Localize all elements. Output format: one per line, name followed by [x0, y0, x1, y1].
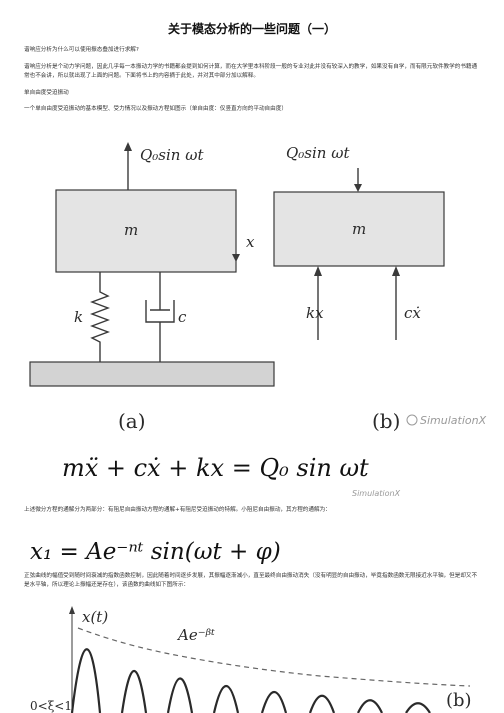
watermark-text-2: SimulationX — [352, 489, 401, 498]
damper-label: c — [178, 308, 187, 326]
oscillation-curve — [70, 648, 431, 713]
question-text: 谐响应分析为什么可以使用振态叠加进行求解? — [24, 47, 139, 53]
decay-caption: (b) — [446, 690, 472, 711]
caption-a: (a) — [118, 409, 146, 433]
intro-paragraph: 谐响应分析是个动力学问题，因此几乎每一本振动力学的书籍都会提到如何计算，而在大学… — [24, 64, 478, 79]
decay-paragraph: 正弦曲线的幅值受到随时间衰减的指数函数控制，因此随着时间逐步发展，其振幅逐渐减小… — [24, 573, 478, 588]
damping-ratio-label: 0<ξ<1 — [30, 699, 72, 713]
kx-arrowhead — [314, 266, 322, 276]
watermark-icon — [406, 414, 418, 426]
envelope-label: Ae⁻ᵝᵗ — [176, 626, 215, 644]
solution-paragraph: 上述微分方程的通解分为两部分：有阻尼自由振动方程的通解+有阻尼受迫振动的特解。小… — [24, 507, 331, 513]
mass-label-a: m — [124, 221, 138, 239]
mass-block-a — [55, 189, 237, 273]
force-arrowhead-b — [354, 184, 362, 192]
spring-label: k — [74, 308, 83, 326]
free-vibration-equation: x₁ = Ae⁻ⁿᵗ sin(ωt + φ) — [30, 539, 281, 565]
x-arrowhead — [232, 254, 240, 262]
decay-envelope — [77, 627, 471, 687]
caption-b: (b) — [372, 409, 400, 433]
decay-curve-figure: x(t) Ae⁻ᵝᵗ 0<ξ<1 (b) — [30, 606, 472, 713]
watermark-text: SimulationX — [420, 414, 487, 427]
force-arrowhead-a — [124, 142, 132, 151]
spring — [90, 272, 110, 362]
cx-arrowhead — [392, 266, 400, 276]
force-label-a: Q₀sin ωt — [140, 146, 204, 164]
mass-block-b — [273, 191, 445, 267]
ground — [29, 361, 275, 387]
page-title: 关于模态分析的一些问题（一） — [167, 22, 336, 36]
equation-text: mẍ + cẋ + kx = Q₀ sin ωt — [62, 454, 369, 482]
figure-intro-paragraph: 一个单自由度受迫振动的基本模型、受力情况以及振动方程如图示（单自由度：仅竖直方向… — [24, 106, 287, 112]
kx-label: kx — [306, 304, 324, 322]
y-axis-label: x(t) — [82, 608, 108, 626]
damper — [145, 272, 175, 362]
x-label: x — [246, 233, 255, 251]
equation-of-motion: mẍ + cẋ + kx = Q₀ sin ωt SimulationX — [62, 454, 401, 498]
cx-label: cẋ — [404, 304, 421, 322]
force-label-b: Q₀sin ωt — [286, 144, 350, 162]
section-heading: 单自由度受迫振动 — [24, 90, 69, 96]
mass-spring-damper-figure: Q₀sin ωt m x k c (a) Q₀sin ωt m kx cẋ (b… — [29, 142, 487, 433]
mass-label-b: m — [352, 220, 366, 238]
free-vibration-equation-text: x₁ = Ae⁻ⁿᵗ sin(ωt + φ) — [30, 539, 281, 565]
